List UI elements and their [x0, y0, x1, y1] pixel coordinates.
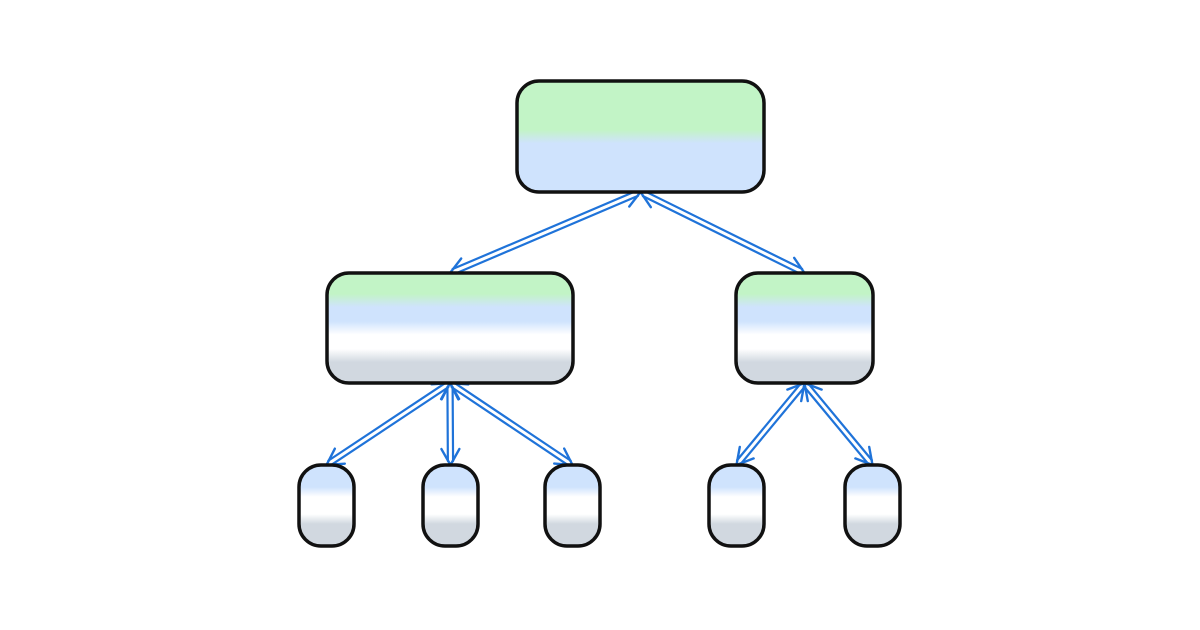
- nodes-layer: [297, 79, 902, 548]
- edge-root-to-left: [447, 188, 643, 277]
- node-left-1: [297, 463, 356, 548]
- edges-layer: [324, 188, 875, 468]
- node-box-left-3: [543, 463, 602, 548]
- edge-left-to-left-1: [324, 381, 453, 467]
- node-box-root: [515, 79, 766, 194]
- node-left-3: [543, 463, 602, 548]
- node-box-right-1: [707, 463, 766, 548]
- node-root: [515, 79, 766, 194]
- node-box-right-2: [843, 463, 902, 548]
- edge-root-to-right: [638, 189, 807, 276]
- node-right-2: [843, 463, 902, 548]
- edge-left-to-left-3: [447, 381, 575, 467]
- node-box-left-1: [297, 463, 356, 548]
- edge-right-to-right-1: [734, 381, 807, 467]
- node-box-left-2: [421, 463, 480, 548]
- node-box-left: [325, 271, 575, 385]
- node-right: [734, 271, 875, 385]
- node-box-right: [734, 271, 875, 385]
- node-left: [325, 271, 575, 385]
- edge-right-to-right-2: [802, 381, 875, 467]
- node-left-2: [421, 463, 480, 548]
- node-right-1: [707, 463, 766, 548]
